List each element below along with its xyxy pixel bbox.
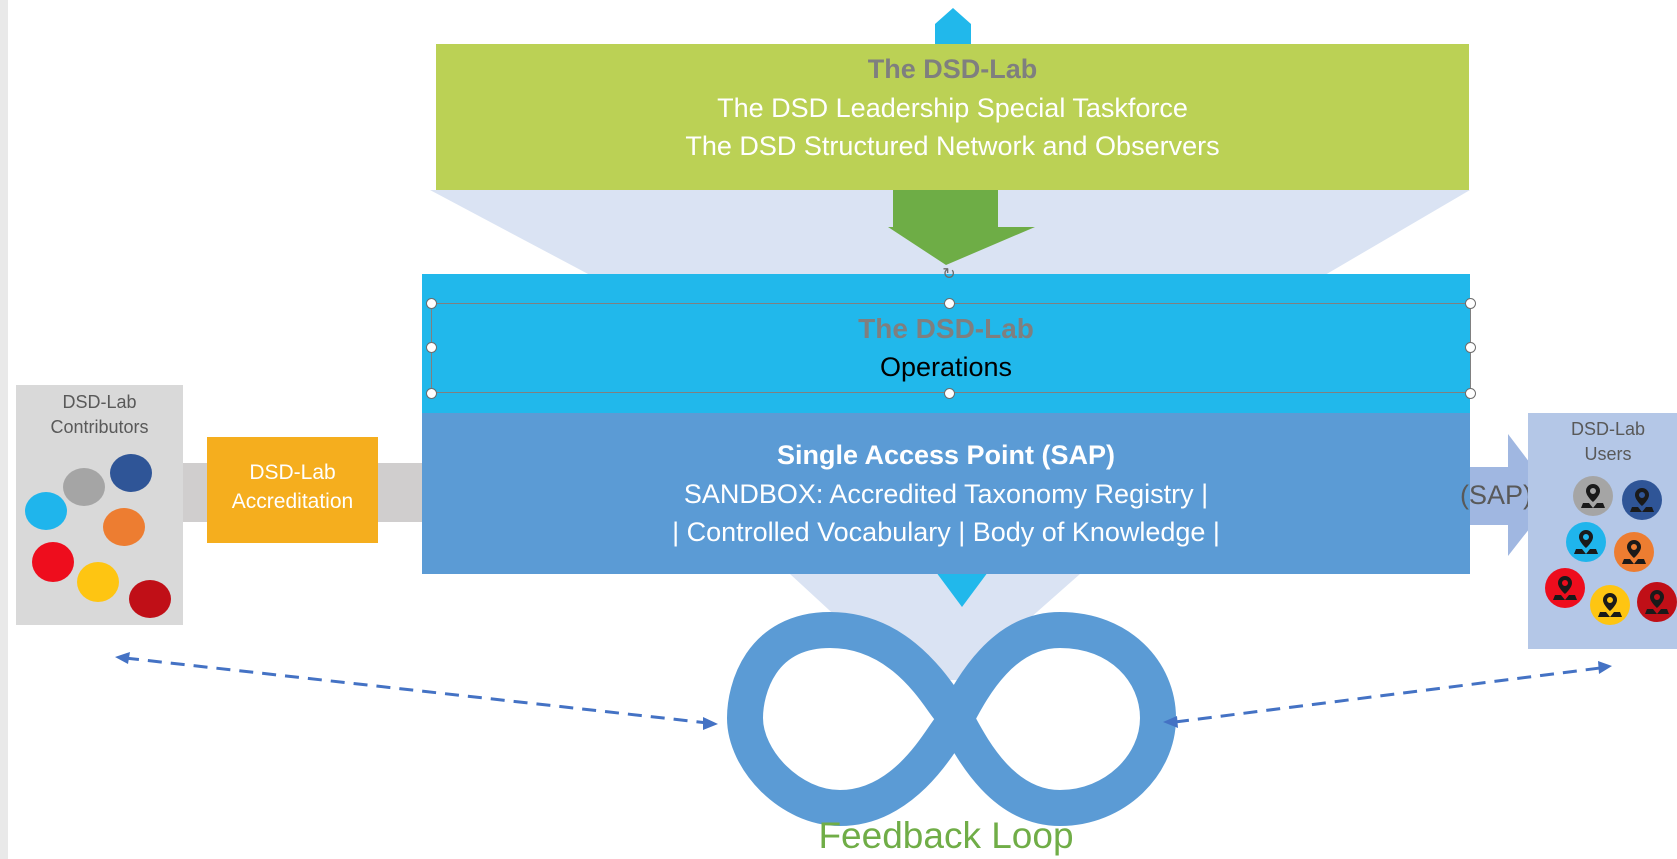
dashed-arrow-right: [1174, 666, 1601, 724]
dashed-arrowhead-left-a: [115, 652, 130, 664]
dashed-arrowhead-left-b: [703, 717, 718, 730]
accreditation-line2: Accreditation: [231, 490, 354, 513]
top-box-title: The DSD-Lab: [867, 54, 1038, 84]
top-arrow-tip: [935, 8, 971, 50]
dashed-arrow-left: [124, 656, 709, 725]
sap-box: [422, 413, 1470, 574]
selection-handle[interactable]: [1465, 342, 1476, 353]
selection-handle[interactable]: [944, 298, 955, 309]
selection-handle[interactable]: [426, 388, 437, 399]
sap-box-line1: SANDBOX: Accredited Taxonomy Registry |: [683, 479, 1209, 509]
sap-box-line2: | Controlled Vocabulary | Body of Knowle…: [672, 517, 1220, 547]
user-pin-icon: [1637, 582, 1677, 622]
bottom-arrow-tip: [936, 572, 988, 607]
contributor-dot: [103, 508, 145, 546]
top-box-line2: The DSD Structured Network and Observers: [685, 131, 1220, 161]
accreditation-box: [207, 437, 378, 543]
rotate-handle-icon[interactable]: ↻: [942, 266, 956, 283]
selection-handle[interactable]: [1465, 298, 1476, 309]
user-pin-icon: [1545, 568, 1585, 608]
contributors-label-line1: DSD-Lab: [62, 392, 137, 412]
selection-handle[interactable]: [1465, 388, 1476, 399]
user-pin-icon: [1614, 532, 1654, 572]
ops-box-title: The DSD-Lab: [858, 313, 1034, 344]
contributor-dot: [25, 492, 67, 530]
users-label-line2: Users: [1584, 444, 1632, 464]
user-pin-icon: [1622, 480, 1662, 520]
contributor-dot: [32, 542, 74, 582]
contributor-dot: [63, 468, 105, 506]
funnel-lower: [790, 574, 1080, 680]
sap-arrow-label: (SAP): [1459, 480, 1532, 510]
user-pin-icon: [1573, 476, 1613, 516]
leadership-box: [436, 44, 1469, 190]
user-pin-icon: [1590, 585, 1630, 625]
accreditation-line1: DSD-Lab: [249, 461, 336, 484]
selection-handle[interactable]: [944, 388, 955, 399]
contributor-dot: [129, 580, 171, 618]
user-pin-icon: [1566, 522, 1606, 562]
contributors-label-line2: Contributors: [50, 417, 149, 437]
contributor-dot: [110, 454, 152, 492]
infinity-icon: [726, 611, 1177, 827]
top-box-line1: The DSD Leadership Special Taskforce: [717, 93, 1188, 123]
selection-handle[interactable]: [426, 298, 437, 309]
feedback-loop-label: Feedback Loop: [818, 815, 1074, 856]
ops-box-subtitle: Operations: [879, 352, 1013, 382]
sap-box-title: Single Access Point (SAP): [776, 440, 1116, 470]
green-down-arrow: [888, 190, 1035, 265]
dashed-arrowhead-right-b: [1598, 661, 1612, 674]
left-edge-strip: [0, 0, 8, 859]
selection-handle[interactable]: [426, 342, 437, 353]
contributor-dot: [77, 562, 119, 602]
dashed-arrowhead-right-a: [1163, 716, 1178, 728]
users-label-line1: DSD-Lab: [1570, 419, 1646, 439]
